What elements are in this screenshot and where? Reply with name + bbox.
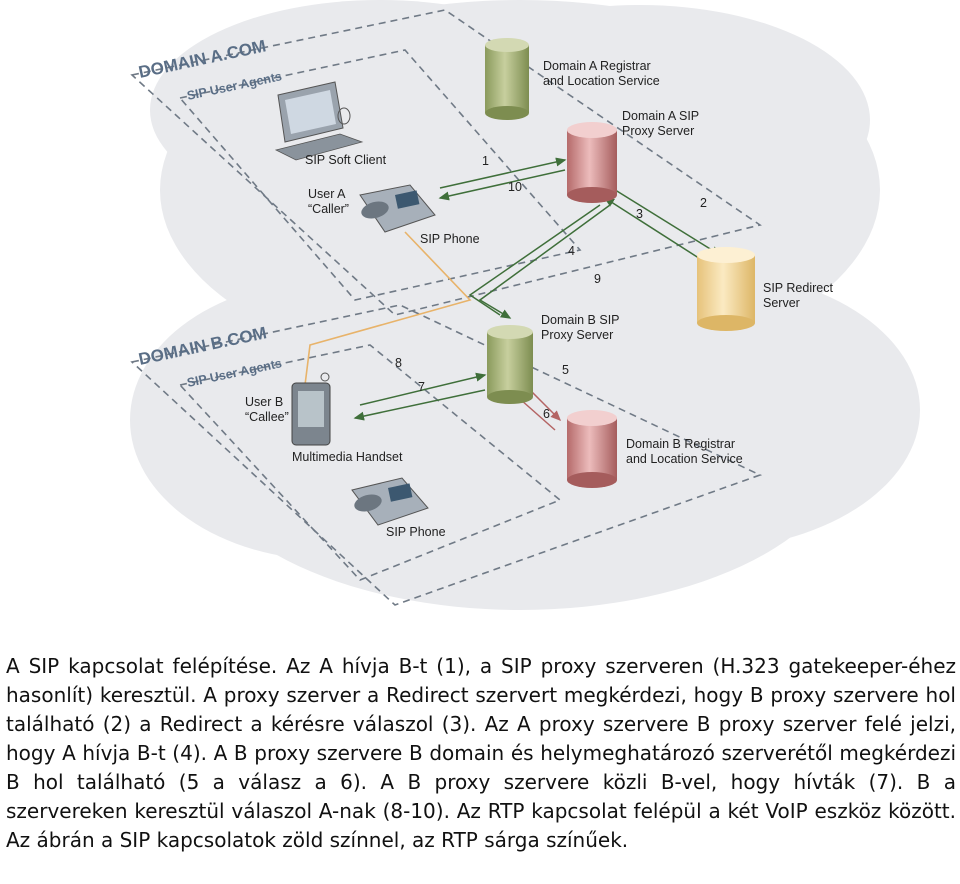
proxy-b-label-1: Domain B SIP — [541, 313, 620, 327]
step-4-label: 4 — [568, 244, 575, 258]
redirect-server-cylinder — [697, 247, 755, 331]
phone-a-icon — [359, 184, 436, 233]
registrar-a-cylinder — [485, 38, 529, 120]
step-8-label: 8 — [395, 356, 402, 370]
user-a-label-2: “Caller” — [308, 202, 349, 216]
step-3-label: 3 — [636, 207, 643, 221]
step-10-label: 10 — [508, 180, 522, 194]
step-2-label: 2 — [700, 196, 707, 210]
proxy-b-label-2: Proxy Server — [541, 328, 613, 342]
sip-phone-b-label: SIP Phone — [386, 525, 446, 539]
figure-caption: A SIP kapcsolat felépítése. Az A hívja B… — [6, 654, 956, 852]
proxy-a-label-2: Proxy Server — [622, 124, 694, 138]
step-7-label: 7 — [418, 380, 425, 394]
proxy-b-cylinder — [487, 325, 533, 404]
sip-phone-a-label: SIP Phone — [420, 232, 480, 246]
redirect-label-1: SIP Redirect — [763, 281, 833, 295]
registrar-a-label-1: Domain A Registrar — [543, 59, 651, 73]
proxy-a-cylinder — [567, 122, 617, 203]
registrar-b-cylinder — [567, 410, 617, 488]
step-5-label: 5 — [562, 363, 569, 377]
handset-label: Multimedia Handset — [292, 450, 403, 464]
registrar-a-label-2: and Location Service — [543, 74, 660, 88]
proxy-a-label-1: Domain A SIP — [622, 109, 699, 123]
user-b-label-1: User B — [245, 395, 283, 409]
registrar-b-label-2: and Location Service — [626, 452, 743, 466]
sip-call-setup-diagram: DOMAIN A.COM SIP User Agents DOMAIN B.CO… — [130, 0, 920, 610]
user-a-label-1: User A — [308, 187, 346, 201]
registrar-b-label-1: Domain B Registrar — [626, 437, 735, 451]
computer-icon — [274, 81, 364, 161]
handset-icon — [291, 372, 331, 446]
step-6-label: 6 — [543, 407, 550, 421]
sip-lines — [353, 157, 722, 421]
step-9-label: 9 — [594, 272, 601, 286]
domain-a-box — [130, 9, 762, 316]
domain-b-box — [130, 304, 763, 606]
redirect-label-2: Server — [763, 296, 800, 310]
soft-client-label: SIP Soft Client — [305, 153, 387, 167]
user-b-label-2: “Callee” — [245, 410, 289, 424]
phone-b-icon — [351, 477, 429, 526]
cloud-background — [130, 0, 920, 610]
step-1-label: 1 — [482, 154, 489, 168]
rtp-line — [304, 231, 472, 386]
